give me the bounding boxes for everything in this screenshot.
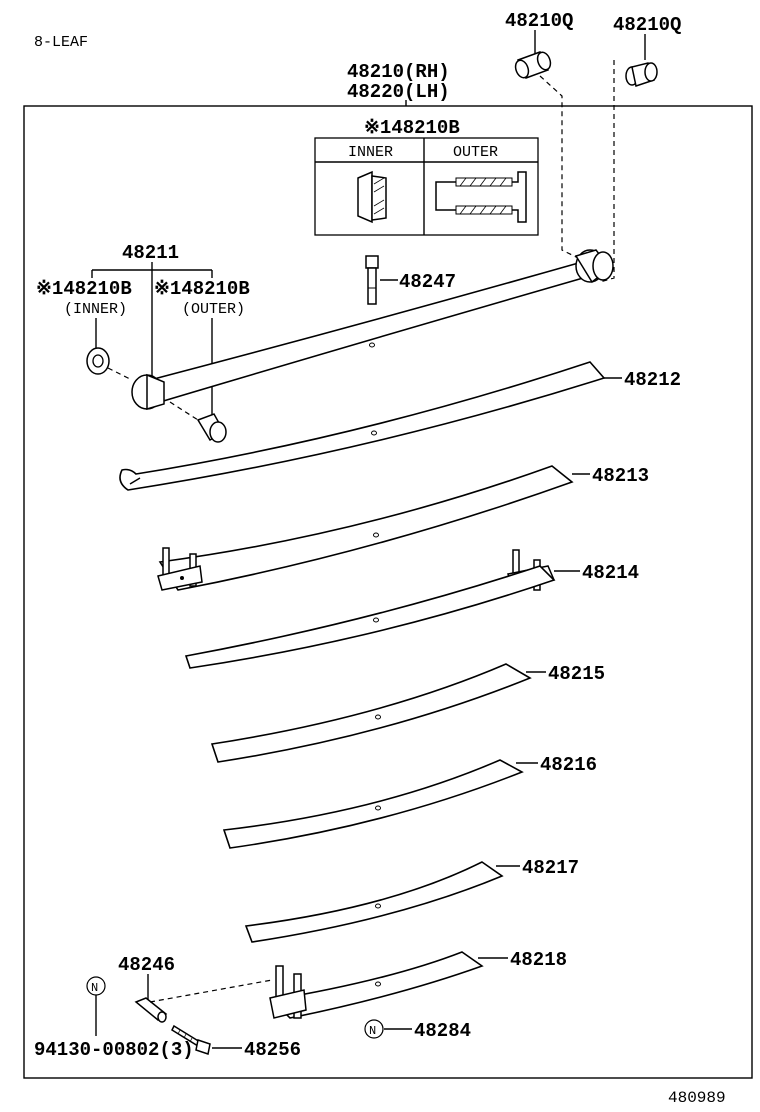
leaf-6-icon bbox=[222, 759, 524, 849]
label-center-bolt[interactable]: 48247 bbox=[399, 271, 456, 293]
leaf-5-icon bbox=[210, 663, 532, 763]
label-std-part[interactable]: 94130-00802(3) bbox=[34, 1039, 194, 1061]
label-bushing-q-2[interactable]: 48210Q bbox=[613, 14, 681, 36]
label-bushing-inner-note: (INNER) bbox=[64, 301, 127, 318]
leaf-8-icon bbox=[270, 951, 484, 1019]
label-leaf-7[interactable]: 48217 bbox=[522, 857, 579, 879]
header-leaf-count: 8-LEAF bbox=[34, 34, 88, 51]
pin-icon bbox=[134, 997, 168, 1023]
label-main-leaf-lh[interactable]: 48220(LH) bbox=[347, 81, 450, 103]
label-leaf-4[interactable]: 48214 bbox=[582, 562, 639, 584]
footer-diagram-id: 480989 bbox=[668, 1089, 726, 1107]
label-bushing-outer-code[interactable]: ※148210B bbox=[154, 278, 250, 300]
label-bushing-outer-note: (OUTER) bbox=[182, 301, 245, 318]
rebound-clip-bottom-icon bbox=[269, 965, 307, 1019]
bushing-outer-icon bbox=[196, 413, 227, 443]
bushing-q-2-icon bbox=[625, 62, 658, 87]
label-bolt[interactable]: 48256 bbox=[244, 1039, 301, 1061]
diagram-frame bbox=[23, 105, 753, 1079]
label-bushing-inner-code[interactable]: ※148210B bbox=[36, 278, 132, 300]
std-part-marker-icon: N bbox=[86, 976, 106, 996]
label-leaf-2[interactable]: 48212 bbox=[624, 369, 681, 391]
label-leaf-6[interactable]: 48216 bbox=[540, 754, 597, 776]
std-nut-marker-text: N bbox=[369, 1024, 376, 1038]
leaf-3-icon bbox=[158, 465, 574, 591]
leaf-4-icon bbox=[184, 565, 556, 669]
main-leaf-icon bbox=[131, 249, 614, 411]
label-eye[interactable]: 48211 bbox=[122, 242, 179, 264]
label-bushing-q-1[interactable]: 48210Q bbox=[505, 10, 573, 32]
label-leaf-3[interactable]: 48213 bbox=[592, 465, 649, 487]
bushing-q-1-icon bbox=[514, 51, 552, 79]
std-nut-marker-icon: N bbox=[364, 1019, 384, 1039]
label-nut-std[interactable]: 48284 bbox=[414, 1020, 471, 1042]
inset-title: ※148210B bbox=[364, 117, 460, 139]
leaf-7-icon bbox=[244, 861, 504, 943]
label-leaf-5[interactable]: 48215 bbox=[548, 663, 605, 685]
inset-col-inner: INNER bbox=[348, 144, 393, 161]
label-main-leaf-rh[interactable]: 48210(RH) bbox=[347, 61, 450, 83]
rebound-clip-left-icon bbox=[157, 547, 203, 591]
center-bolt-icon bbox=[365, 255, 379, 305]
bushing-section-inset: INNER OUTER bbox=[314, 137, 539, 236]
bushing-inner-icon bbox=[86, 347, 110, 375]
inset-col-outer: OUTER bbox=[453, 144, 498, 161]
std-part-marker-text: N bbox=[91, 981, 98, 995]
label-leaf-8[interactable]: 48218 bbox=[510, 949, 567, 971]
bolt-icon bbox=[171, 1024, 211, 1055]
label-pin[interactable]: 48246 bbox=[118, 954, 175, 976]
